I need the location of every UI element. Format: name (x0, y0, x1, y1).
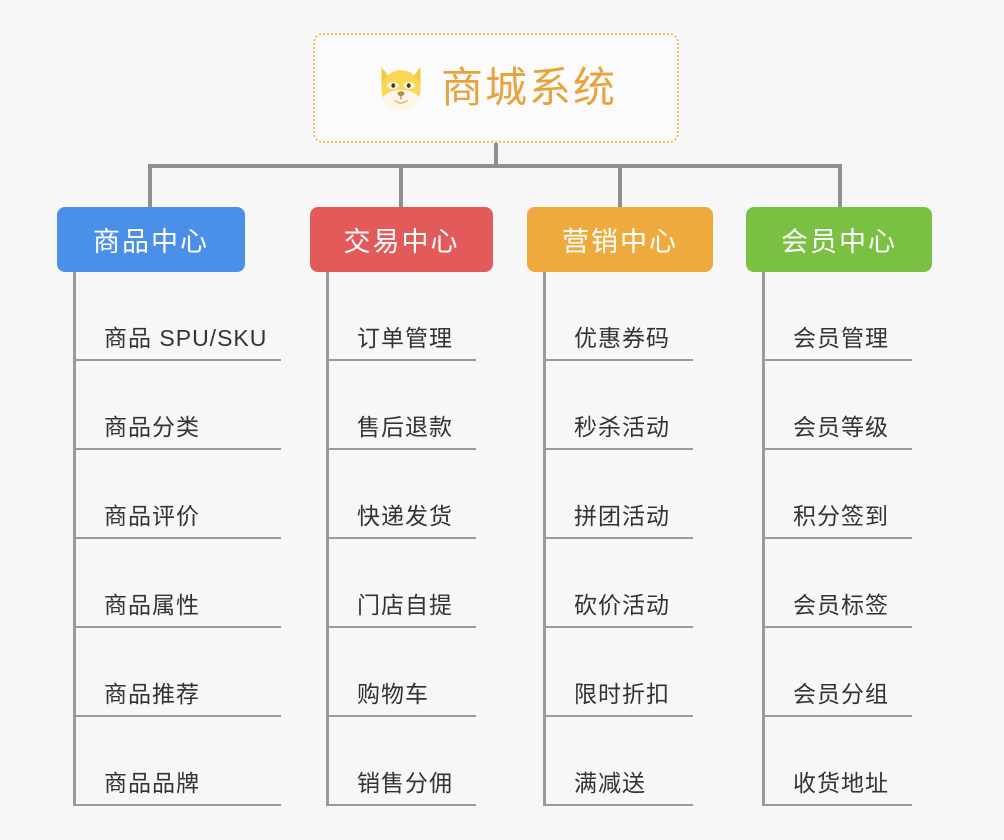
leaf-item[interactable]: 秒杀活动 (543, 361, 693, 450)
branch-column: 商品中心商品 SPU/SKU 商品分类商品评价商品属性商品推荐商品品牌 (57, 207, 281, 806)
branch-trunk-line (762, 272, 765, 806)
leaf-item[interactable]: 拼团活动 (543, 450, 693, 539)
leaf-label: 商品属性 (104, 592, 200, 618)
branch-title: 会员中心 (781, 227, 897, 257)
branch-trunk-line (326, 272, 329, 806)
leaf-label: 满减送 (574, 770, 646, 796)
connector-drop-2 (399, 164, 403, 208)
leaf-label: 会员等级 (793, 414, 889, 440)
connector-root-stem (494, 143, 498, 167)
leaf-label: 拼团活动 (574, 503, 670, 529)
leaf-item[interactable]: 商品 SPU/SKU (73, 272, 281, 361)
leaf-label: 会员管理 (793, 325, 889, 351)
leaf-label: 商品品牌 (104, 770, 200, 796)
leaf-item[interactable]: 限时折扣 (543, 628, 693, 717)
leaf-label: 商品分类 (104, 414, 200, 440)
leaf-label: 商品 SPU/SKU (104, 325, 268, 351)
leaf-label: 商品评价 (104, 503, 200, 529)
root-node[interactable]: 商城系统 (313, 33, 679, 143)
leaf-item[interactable]: 会员管理 (762, 272, 912, 361)
leaf-item[interactable]: 商品属性 (73, 539, 281, 628)
leaf-item[interactable]: 商品品牌 (73, 717, 281, 806)
leaf-label: 限时折扣 (574, 681, 670, 707)
connector-horizontal-bus (148, 164, 842, 168)
leaf-item[interactable]: 门店自提 (326, 539, 476, 628)
root-title: 商城系统 (440, 64, 617, 111)
leaf-label: 快递发货 (357, 503, 453, 529)
connector-drop-1 (148, 164, 152, 208)
leaf-item[interactable]: 商品评价 (73, 450, 281, 539)
leaf-item[interactable]: 积分签到 (762, 450, 912, 539)
leaf-item[interactable]: 快递发货 (326, 450, 476, 539)
leaf-list: 订单管理售后退款快递发货门店自提购物车销售分佣 (326, 272, 476, 806)
leaf-item[interactable]: 砍价活动 (543, 539, 693, 628)
leaf-list: 会员管理会员等级积分签到会员标签会员分组收货地址 (762, 272, 912, 806)
branch-column: 营销中心优惠券码秒杀活动拼团活动砍价活动限时折扣满减送 (527, 207, 713, 806)
leaf-label: 砍价活动 (574, 592, 670, 618)
branch-title: 商品中心 (93, 227, 209, 257)
branch-header[interactable]: 商品中心 (57, 207, 245, 272)
branch-trunk-line (543, 272, 546, 806)
leaf-item[interactable]: 收货地址 (762, 717, 912, 806)
leaf-label: 门店自提 (357, 592, 453, 618)
leaf-item[interactable]: 满减送 (543, 717, 693, 806)
branch-title: 交易中心 (343, 227, 460, 257)
leaf-item[interactable]: 销售分佣 (326, 717, 476, 806)
branch-header[interactable]: 会员中心 (746, 207, 932, 272)
leaf-label: 会员标签 (793, 592, 889, 618)
leaf-list: 商品 SPU/SKU 商品分类商品评价商品属性商品推荐商品品牌 (73, 272, 281, 806)
leaf-item[interactable]: 商品推荐 (73, 628, 281, 717)
branch-trunk-line (73, 272, 76, 806)
leaf-label: 购物车 (357, 681, 429, 707)
leaf-label: 商品推荐 (104, 681, 200, 707)
branch-header[interactable]: 营销中心 (527, 207, 713, 272)
leaf-item[interactable]: 会员等级 (762, 361, 912, 450)
leaf-label: 优惠券码 (574, 325, 670, 351)
leaf-item[interactable]: 会员分组 (762, 628, 912, 717)
leaf-item[interactable]: 商品分类 (73, 361, 281, 450)
leaf-label: 收货地址 (793, 770, 889, 796)
leaf-label: 积分签到 (793, 503, 889, 529)
leaf-label: 会员分组 (793, 681, 889, 707)
leaf-list: 优惠券码秒杀活动拼团活动砍价活动限时折扣满减送 (543, 272, 693, 806)
branch-title: 营销中心 (562, 227, 678, 257)
dog-face-icon (375, 62, 427, 114)
leaf-item[interactable]: 订单管理 (326, 272, 476, 361)
leaf-label: 销售分佣 (357, 770, 453, 796)
leaf-item[interactable]: 会员标签 (762, 539, 912, 628)
connector-drop-4 (838, 164, 842, 208)
connector-drop-3 (618, 164, 622, 208)
leaf-item[interactable]: 优惠券码 (543, 272, 693, 361)
leaf-label: 秒杀活动 (574, 414, 670, 440)
branch-column: 会员中心会员管理会员等级积分签到会员标签会员分组收货地址 (746, 207, 932, 806)
leaf-item[interactable]: 售后退款 (326, 361, 476, 450)
leaf-item[interactable]: 购物车 (326, 628, 476, 717)
leaf-label: 订单管理 (357, 325, 453, 351)
leaf-label: 售后退款 (357, 414, 453, 440)
branch-column: 交易中心订单管理售后退款快递发货门店自提购物车销售分佣 (310, 207, 493, 806)
branch-header[interactable]: 交易中心 (310, 207, 493, 272)
